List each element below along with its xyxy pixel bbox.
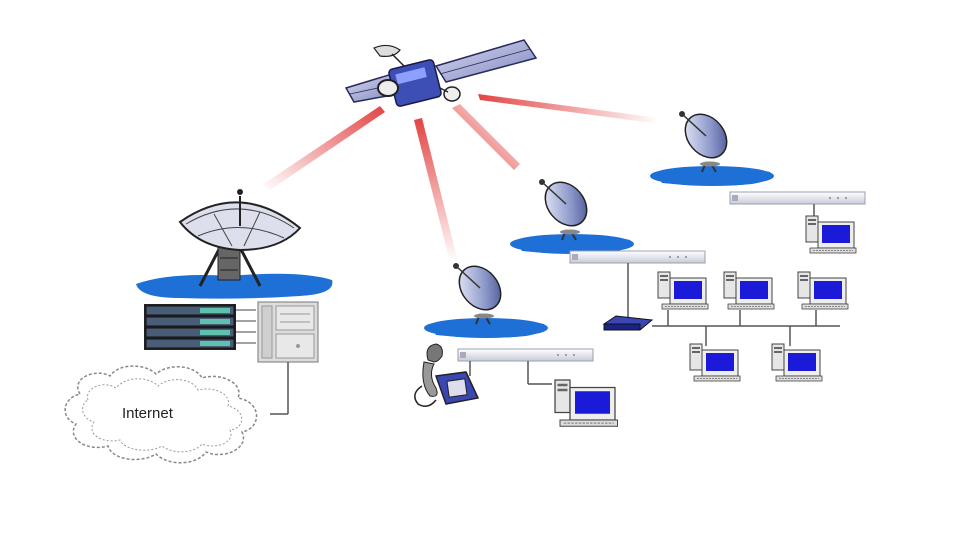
remote-dish-router-site [509, 173, 635, 255]
router [602, 315, 654, 331]
modem-router-site [569, 250, 706, 264]
pc-lan-3 [797, 271, 849, 310]
beam-to-site-phone [414, 118, 458, 262]
pc-lan-2 [723, 271, 775, 310]
telephone [414, 343, 480, 407]
signal-beams [262, 94, 660, 262]
pc-lan-1 [657, 271, 709, 310]
lan-bus [652, 310, 840, 346]
beam-to-site-top [478, 94, 660, 124]
satellite [344, 39, 538, 107]
beam-to-hub [262, 106, 385, 190]
internet-cloud: Internet [64, 365, 258, 464]
beam-to-site-router [452, 104, 520, 170]
rack-servers [144, 304, 256, 350]
network-cabinet [257, 301, 319, 415]
modem-top-site [729, 191, 866, 205]
remote-dish-phone-site [423, 257, 549, 339]
modem-phone-site [457, 348, 594, 362]
hub-dish [136, 189, 333, 299]
pc-phone-site [554, 379, 619, 427]
pc-top-site [805, 215, 857, 254]
internet-label: Internet [122, 405, 174, 422]
remote-dish-top-site [649, 105, 775, 187]
pc-lan-5 [771, 343, 823, 382]
pc-lan-4 [689, 343, 741, 382]
